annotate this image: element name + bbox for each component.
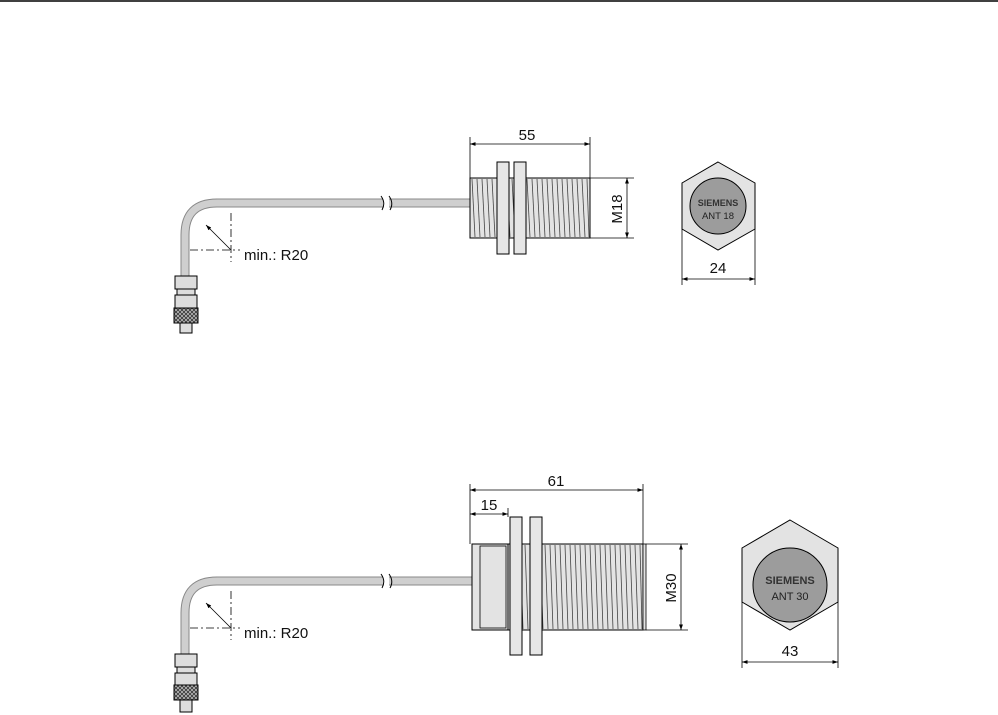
sensor-body-18 (470, 178, 590, 238)
dim-thread-18: M18 (609, 194, 626, 223)
cable-30 (185, 581, 383, 655)
model-label-30: ANT 30 (771, 591, 808, 603)
dim-hex-18: 24 (710, 260, 727, 277)
dim-thread-30: M30 (663, 573, 680, 602)
dim-length-30: 61 (548, 473, 565, 490)
antenna-18-side-view: 55 M18 min.: R20 (174, 127, 634, 333)
nut-30-b (530, 517, 542, 655)
model-label-18: ANT 18 (702, 211, 734, 222)
logo-30: SIEMENS (765, 575, 815, 587)
antenna-18-front-view: SIEMENS ANT 18 24 (682, 162, 755, 285)
antenna-30-side-view: 61 15 M30 min.: R20 (174, 473, 688, 712)
nut-18-b (514, 162, 526, 254)
dim-bend-radius-18: min.: R20 (244, 247, 308, 264)
flange-30 (472, 544, 508, 630)
dim-flange-30: 15 (481, 497, 498, 514)
dim-hex-30: 43 (782, 643, 799, 660)
nut-18-a (497, 162, 509, 254)
cable-18 (185, 203, 383, 277)
dim-length-18: 55 (519, 127, 536, 144)
connector-18 (175, 276, 197, 289)
dim-bend-radius-30: min.: R20 (244, 625, 308, 642)
nut-30-a (510, 517, 522, 655)
antenna-30-front-view: SIEMENS ANT 30 43 (742, 520, 838, 668)
connector-30 (175, 654, 197, 667)
logo-18: SIEMENS (698, 198, 739, 208)
